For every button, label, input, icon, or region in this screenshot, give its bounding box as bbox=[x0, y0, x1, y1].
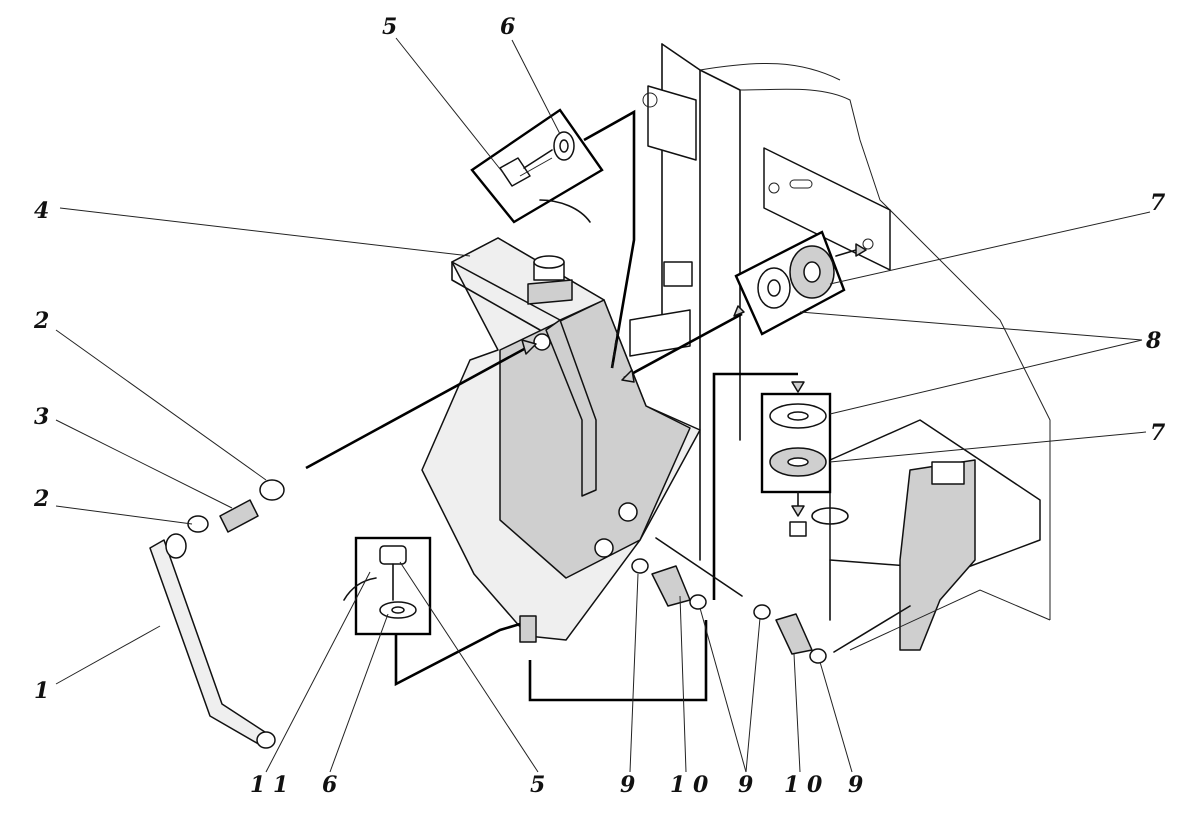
assembly-arrows bbox=[610, 305, 745, 383]
sleeve-3 bbox=[219, 499, 259, 533]
vehicle-frame-structure bbox=[629, 43, 1051, 651]
callout-9-b: 9 bbox=[738, 772, 754, 798]
pillar-bracket bbox=[647, 85, 697, 161]
lower-bracket bbox=[629, 309, 691, 357]
leader-7-top bbox=[829, 211, 1151, 285]
detail-box-right-lower bbox=[712, 372, 832, 600]
bolt-head-top bbox=[499, 157, 531, 187]
detail-box-top bbox=[470, 108, 636, 369]
leader-lines bbox=[55, 37, 1151, 773]
leader-2-upper bbox=[55, 329, 267, 481]
clamp-2-upper bbox=[259, 479, 285, 501]
clamp-9-a bbox=[631, 558, 649, 574]
callout-8: 8 bbox=[1146, 328, 1162, 354]
callout-1: 1 bbox=[34, 678, 50, 704]
callout-2-upper: 2 bbox=[34, 308, 50, 334]
leader-11 bbox=[265, 571, 371, 773]
leader-7-mid bbox=[829, 431, 1147, 463]
leader-4 bbox=[59, 207, 471, 257]
leader-9-c bbox=[745, 617, 761, 773]
callout-7-mid: 7 bbox=[1150, 420, 1166, 446]
leader-10-a bbox=[679, 595, 687, 773]
drain-boss bbox=[519, 615, 537, 643]
bolt-head-bottom bbox=[379, 545, 407, 565]
tank-assembly bbox=[421, 237, 701, 643]
clamp-9-b bbox=[689, 594, 707, 610]
leader-9-d bbox=[819, 661, 853, 773]
leader-10-b bbox=[793, 653, 801, 773]
fitting-upper bbox=[618, 502, 638, 522]
hose-assembly-right bbox=[631, 537, 911, 664]
clamp-2-lower bbox=[187, 515, 209, 533]
leader-5-top bbox=[395, 37, 505, 175]
callout-10-b: 1 0 bbox=[784, 772, 823, 798]
hose-10-a bbox=[651, 565, 691, 607]
callout-10-a: 1 0 bbox=[670, 772, 709, 798]
leader-8-a bbox=[799, 311, 1143, 341]
leader-1 bbox=[55, 625, 161, 685]
clamp-9-d bbox=[809, 648, 827, 664]
pipe-1 bbox=[149, 539, 269, 747]
leader-9-a bbox=[629, 573, 639, 773]
leader-6-top bbox=[511, 39, 561, 135]
pillar-tab bbox=[663, 261, 693, 287]
leader-8-b bbox=[829, 339, 1143, 415]
callout-7-top: 7 bbox=[1150, 190, 1166, 216]
fitting-lower bbox=[594, 538, 614, 558]
callout-9-c: 9 bbox=[848, 772, 864, 798]
support-post bbox=[899, 459, 976, 651]
leader-9-b bbox=[699, 607, 747, 773]
detail-box-right-upper bbox=[734, 230, 867, 336]
callout-5-top: 5 bbox=[382, 14, 398, 40]
callout-6-top: 6 bbox=[500, 14, 516, 40]
tank-strap bbox=[545, 319, 597, 497]
callout-3: 3 bbox=[34, 404, 50, 430]
callout-4: 4 bbox=[34, 198, 50, 224]
callout-11: 1 1 bbox=[250, 772, 289, 798]
leader-2-lower bbox=[55, 505, 193, 525]
leader-3 bbox=[55, 419, 233, 509]
callout-6-bottom: 6 bbox=[322, 772, 338, 798]
detail-box-bottom bbox=[343, 536, 708, 702]
callout-9-a: 9 bbox=[620, 772, 636, 798]
leader-6-bottom bbox=[329, 613, 389, 773]
hose-assembly-left bbox=[149, 339, 537, 749]
callout-5-bottom: 5 bbox=[530, 772, 546, 798]
filler-cap bbox=[527, 255, 573, 305]
callout-2-lower: 2 bbox=[34, 486, 50, 512]
clamp-9-c bbox=[753, 604, 771, 620]
hose-10-b bbox=[775, 613, 813, 655]
leader-5-bottom bbox=[399, 561, 539, 773]
